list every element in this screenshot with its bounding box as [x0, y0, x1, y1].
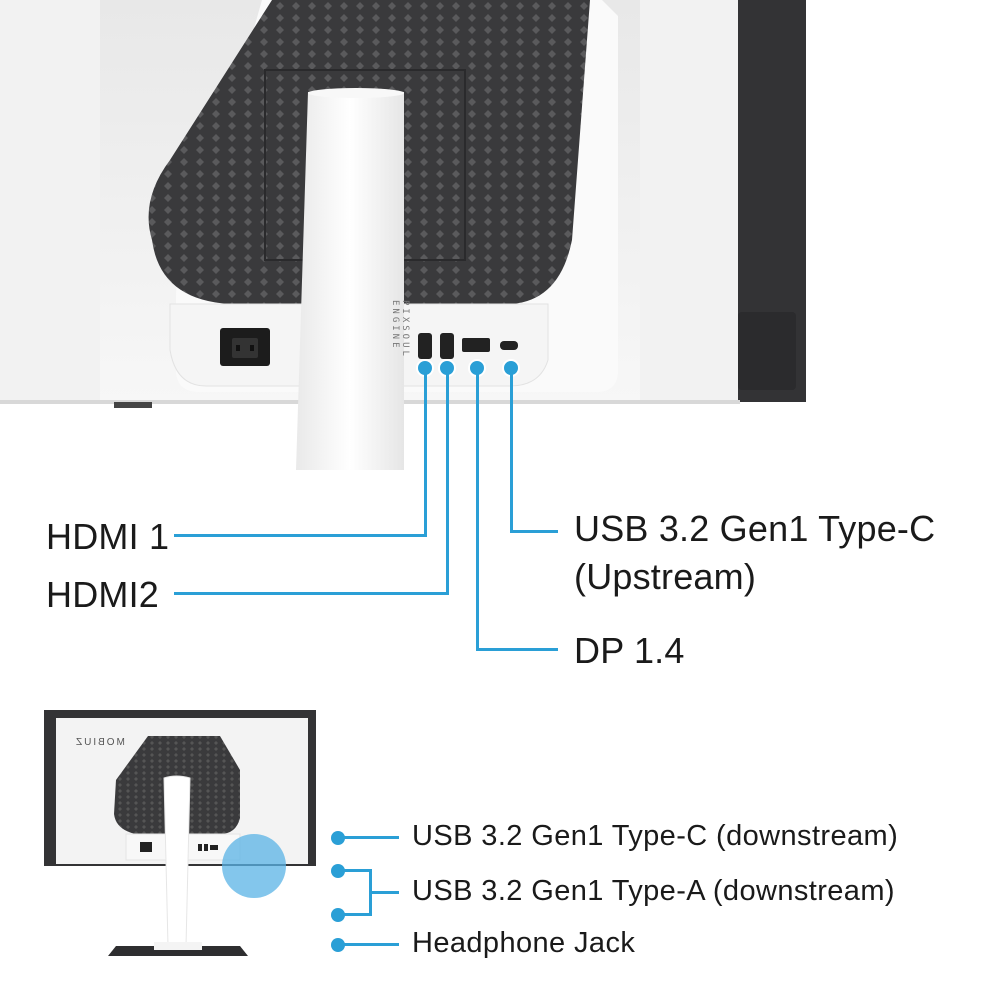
- stand-neck: [296, 89, 404, 470]
- hdmi1-connector-line: [174, 534, 427, 537]
- usbc-down-connector-line: [343, 836, 399, 839]
- hdmi2-label: HDMI2: [46, 574, 160, 615]
- usba-down-dot-2: [331, 908, 345, 922]
- monitor-thumbnail: MOBIUZ: [44, 710, 316, 962]
- usba-down-bracket: [343, 869, 371, 872]
- thumbnail-brand: MOBIUZ: [74, 737, 125, 748]
- usbc-up-connector-line: [510, 530, 558, 533]
- hdmi-port-icon: [418, 333, 432, 359]
- monitor-back-view: PIXSOUL ENGINE: [0, 0, 1000, 470]
- thumbnail-illustration: [44, 710, 316, 956]
- hdmi2-connector-line: [446, 374, 449, 595]
- usbc-up-connector-line: [510, 374, 513, 533]
- usba-down-bracket: [369, 891, 399, 894]
- hdmi1-connector-line: [424, 374, 427, 537]
- headphone-jack-label: Headphone Jack: [412, 927, 636, 959]
- usba-down-dot-1: [331, 864, 345, 878]
- usbc-downstream-label: USB 3.2 Gen1 Type-C (downstream): [412, 820, 899, 852]
- usba-down-bracket: [343, 913, 371, 916]
- hdmi1-label: HDMI 1: [46, 516, 170, 557]
- usbc-upstream-label: USB 3.2 Gen1 Type-C: [574, 508, 936, 549]
- monitor-back-illustration: [0, 0, 806, 470]
- usbc-down-dot: [331, 831, 345, 845]
- stand-branding: PIXSOUL ENGINE: [386, 300, 410, 440]
- dp-label: DP 1.4: [574, 630, 685, 671]
- dp-connector-line: [476, 648, 558, 651]
- stand-text-line2: ENGINE: [390, 300, 400, 351]
- usbc-upstream-sublabel: (Upstream): [574, 556, 757, 597]
- usba-downstream-label: USB 3.2 Gen1 Type-A (downstream): [412, 875, 895, 907]
- headphone-connector-line: [343, 943, 399, 946]
- displayport-icon: [462, 338, 490, 352]
- usb-c-port-icon: [500, 341, 518, 350]
- headphone-dot: [331, 938, 345, 952]
- stand-text-line1: PIXSOUL: [400, 300, 410, 359]
- port-highlight-marker: [222, 834, 286, 898]
- hdmi2-connector-line: [174, 592, 449, 595]
- dp-connector-line: [476, 374, 479, 651]
- hdmi-port-icon: [440, 333, 454, 359]
